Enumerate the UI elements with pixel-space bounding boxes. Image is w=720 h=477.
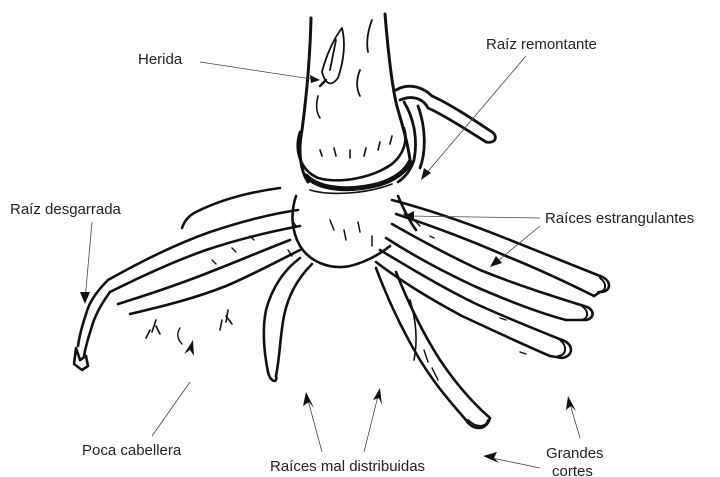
hanging-root [264,258,312,381]
trunk [300,14,410,182]
leader-raiz-desgarrada [85,222,92,300]
label-raices-mal-distribuidas: Raíces mal distribuidas [270,458,425,475]
label-raices-estrangulantes: Raíces estrangulantes [545,210,694,227]
ascending-root [396,86,495,182]
arrowhead-raices-estrangulantes-2 [490,256,502,267]
wound-mark [320,28,344,86]
leader-poca-cabellera [152,382,190,436]
leader-grandes-cortes-1 [570,404,580,438]
label-poca-cabellera: Poca cabellera [82,442,182,459]
leader-grandes-cortes-2 [492,458,540,468]
label-grandes-cortes-line1: Grandes [546,445,604,462]
arrowhead-raices-mal-distribuidas-1 [303,392,314,408]
label-grandes-cortes-line2: cortes [552,463,593,477]
arrowhead-poca-cabellera [184,340,194,356]
root-base [293,196,416,267]
leader-raices-estrangulantes-2 [494,226,540,264]
leader-raiz-remontante [424,56,526,176]
arrowhead-raices-mal-distribuidas-2 [373,388,382,405]
leader-raices-mal-distribuidas-2 [364,396,378,452]
leader-raices-mal-distribuidas-1 [308,400,322,452]
label-raiz-desgarrada: Raíz desgarrada [10,201,122,218]
root-collar [298,128,410,193]
label-herida: Herida [138,51,183,68]
arrowhead-grandes-cortes-2 [483,452,499,463]
arrowhead-herida [310,75,320,83]
arrowhead-raiz-desgarrada [80,292,90,304]
leader-herida [200,62,318,80]
tree-drawing [74,14,609,428]
leader-raices-estrangulantes-1 [408,216,540,218]
label-raiz-remontante: Raíz remontante [486,36,597,53]
center-roots [376,268,490,428]
